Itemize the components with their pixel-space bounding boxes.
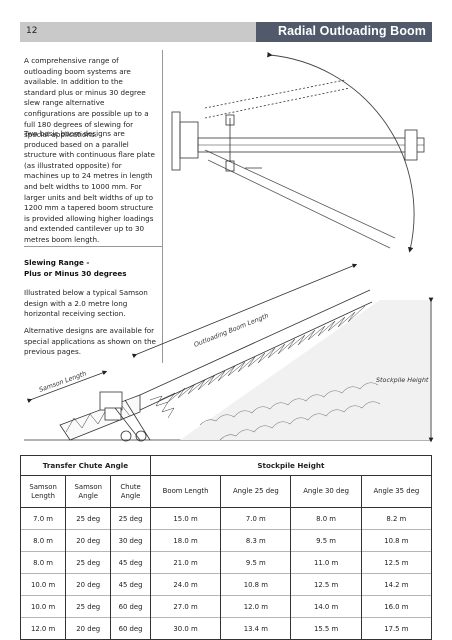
column-header-line: Angle: [120, 491, 141, 500]
table-cell: 45 deg: [110, 573, 151, 596]
table-cell: 12.5 m: [290, 573, 362, 596]
column-divider: [162, 50, 163, 363]
table-cell: 60 deg: [110, 595, 151, 618]
boom-length-dimension: [131, 263, 358, 359]
table-cell: 20 deg: [65, 617, 112, 640]
intro-paragraph-1: A comprehensive range of outloading boom…: [24, 56, 149, 140]
table-cell: 8.3 m: [220, 529, 292, 552]
table-cell: 10.8 m: [220, 573, 292, 596]
plan-view-diagram: [171, 52, 425, 253]
column-header: Angle 30 deg: [290, 475, 362, 508]
group-header-transfer-chute: Transfer Chute Angle: [20, 455, 151, 476]
table-cell: 25 deg: [65, 551, 112, 574]
table-cell: 12.0 m: [220, 595, 292, 618]
table-cell: 30 deg: [110, 529, 151, 552]
page-header: 12 Radial Outloading Boom: [20, 22, 432, 42]
table-cell: 7.0 m: [19, 507, 67, 530]
table-cell: 10.0 m: [19, 573, 67, 596]
table-cell: 25 deg: [110, 507, 151, 530]
table-cell: 8.0 m: [290, 507, 362, 530]
table-cell: 24.0 m: [149, 573, 222, 596]
title-banner: Radial Outloading Boom: [256, 22, 432, 42]
table-cell: 27.0 m: [149, 595, 222, 618]
column-header-line: Length: [31, 491, 55, 500]
table-cell: 25 deg: [65, 595, 112, 618]
table-cell: 45 deg: [110, 551, 151, 574]
slewing-heading-line-1: Slewing Range -: [24, 258, 90, 267]
table-cell: 10.0 m: [19, 595, 67, 618]
slew-arc: [267, 52, 415, 253]
table-cell: 8.2 m: [360, 507, 433, 530]
column-header-line: Samson: [74, 482, 102, 491]
group-header-stockpile-height: Stockpile Height: [149, 455, 433, 476]
column-header: Samson Length: [19, 475, 67, 508]
slewing-heading-line-2: Plus or Minus 30 degrees: [24, 268, 127, 278]
table-cell: 14.2 m: [360, 573, 433, 596]
table-cell: 11.0 m: [290, 551, 362, 574]
slewing-paragraph-2: Alternative designs are available for sp…: [24, 326, 156, 357]
column-header-line: Angle: [78, 491, 99, 500]
column-header-line: Samson: [29, 482, 57, 491]
table-cell: 14.0 m: [290, 595, 362, 618]
table-cell: 9.5 m: [220, 551, 292, 574]
column-header: Boom Length: [149, 475, 222, 508]
slewing-heading: Slewing Range - Plus or Minus 30 degrees: [24, 258, 156, 279]
slewing-paragraph-1: Illustrated below a typical Samson desig…: [24, 288, 148, 319]
page-title: Radial Outloading Boom: [277, 24, 426, 38]
table-cell: 12.5 m: [360, 551, 433, 574]
column-header-line: Chute: [120, 482, 141, 491]
table-cell: 8.0 m: [19, 551, 67, 574]
table-cell: 13.4 m: [220, 617, 292, 640]
column-header: Chute Angle: [110, 475, 151, 508]
samson-length-dimension: [26, 370, 108, 404]
column-header: Angle 35 deg: [360, 475, 433, 508]
column-header: Angle 25 deg: [220, 475, 292, 508]
elevation-diagram: [24, 263, 434, 443]
intro-paragraph-2: Two basic boom designs are produced base…: [24, 129, 155, 244]
table-cell: 9.5 m: [290, 529, 362, 552]
table-cell: 60 deg: [110, 617, 151, 640]
table-cell: 7.0 m: [220, 507, 292, 530]
table-cell: 30.0 m: [149, 617, 222, 640]
table-cell: 15.0 m: [149, 507, 222, 530]
table-cell: 16.0 m: [360, 595, 433, 618]
column-header: Samson Angle: [65, 475, 112, 508]
table-cell: 15.5 m: [290, 617, 362, 640]
table-cell: 21.0 m: [149, 551, 222, 574]
table-cell: 18.0 m: [149, 529, 222, 552]
section-divider: [24, 246, 162, 247]
table-cell: 20 deg: [65, 573, 112, 596]
table-cell: 20 deg: [65, 529, 112, 552]
page-number: 12: [26, 26, 38, 36]
table-cell: 25 deg: [65, 507, 112, 530]
table-cell: 17.5 m: [360, 617, 433, 640]
boom-length-label: Outloading Boom Length: [193, 312, 270, 349]
table-cell: 10.8 m: [360, 529, 433, 552]
specification-table: Transfer Chute Angle Stockpile Height Sa…: [19, 455, 433, 640]
stockpile-height-label: Stockpile Height: [376, 376, 429, 384]
table-cell: 12.0 m: [19, 617, 67, 640]
table-cell: 8.0 m: [19, 529, 67, 552]
